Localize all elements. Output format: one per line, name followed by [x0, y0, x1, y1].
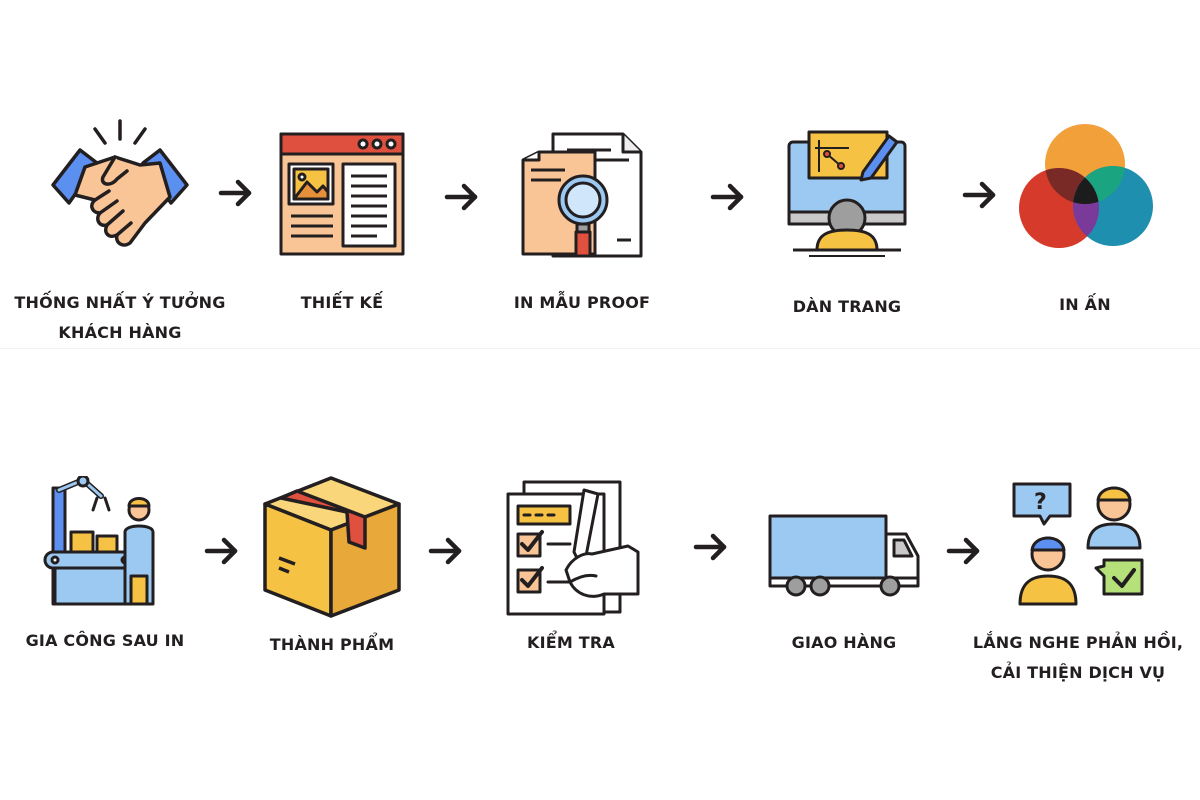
step-print-proof: IN MẪU PROOF — [467, 110, 697, 350]
step-label: GIA CÔNG SAU IN — [25, 631, 185, 650]
web-design-icon — [277, 130, 407, 262]
step-label: IN MẪU PROOF — [513, 293, 651, 312]
svg-text:?: ? — [1034, 490, 1047, 515]
step-label: DÀN TRANG — [792, 297, 902, 316]
arrow-right-icon — [946, 536, 982, 566]
step-label: THIẾT KẾ — [300, 293, 384, 312]
step-post-press: GIA CÔNG SAU IN — [0, 470, 220, 710]
step-label: KIỂM TRA — [527, 633, 615, 652]
designer-monitor-icon — [779, 126, 915, 264]
arrow-right-icon — [218, 178, 254, 208]
step-design: THIẾT KẾ — [227, 110, 457, 350]
checklist-icon — [500, 478, 642, 622]
step-printing: IN ẤN — [970, 110, 1200, 350]
arrow-right-icon — [428, 536, 464, 566]
step-label: IN ẤN — [1059, 295, 1111, 314]
step-finished-product: THÀNH PHẨM — [217, 470, 447, 710]
arrow-right-icon — [444, 182, 480, 212]
arrow-right-icon — [962, 180, 998, 210]
truck-icon — [766, 512, 922, 602]
step-delivery: GIAO HÀNG — [729, 470, 959, 710]
handshake-icon — [45, 115, 195, 259]
arrow-right-icon — [693, 532, 729, 562]
step-feedback: ? LẮNG NGHE PHẢN HỒI, CẢI THIỆN DỊCH VỤ — [963, 470, 1193, 710]
step-inspection: KIỂM TRA — [456, 470, 686, 710]
step-label: THỐNG NHẤT Ý TƯỞNG KHÁCH HÀNG — [14, 293, 226, 342]
feedback-icon: ? — [1008, 476, 1148, 612]
document-magnifier-icon — [517, 130, 647, 264]
arrow-right-icon — [204, 536, 240, 566]
arrow-right-icon — [710, 182, 746, 212]
color-venn-icon — [1015, 118, 1155, 256]
box-icon — [259, 472, 405, 624]
step-label: GIAO HÀNG — [791, 633, 897, 652]
factory-conveyor-icon — [35, 474, 175, 612]
step-agree-idea: THỐNG NHẤT Ý TƯỞNG KHÁCH HÀNG — [5, 110, 235, 350]
step-label: THÀNH PHẨM — [269, 635, 395, 654]
step-label: LẮNG NGHE PHẢN HỒI, CẢI THIỆN DỊCH VỤ — [972, 633, 1184, 682]
step-layout: DÀN TRANG — [732, 110, 962, 350]
